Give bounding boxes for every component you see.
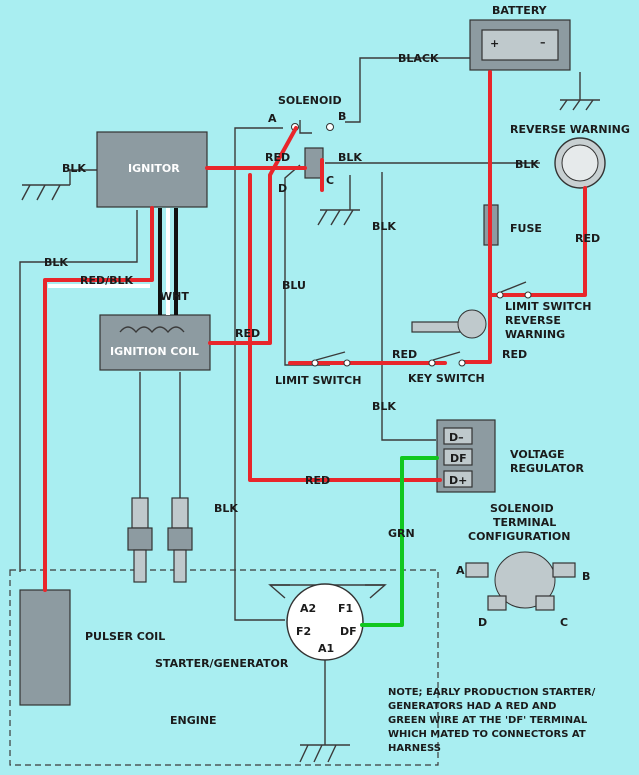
label-blk-sol: BLK bbox=[338, 151, 362, 164]
spark-plugs bbox=[127, 497, 193, 583]
colored-wires bbox=[43, 70, 587, 627]
label-ignitor: IGNITOR bbox=[128, 162, 180, 175]
label-reverse-warning: REVERSE WARNING bbox=[510, 123, 630, 136]
ground-battery bbox=[559, 99, 600, 111]
label-limit-switch-rev-2: REVERSE bbox=[505, 314, 561, 327]
label-voltage-2: REGULATOR bbox=[510, 462, 584, 475]
label-note-2: GENERATORS HAD A RED AND bbox=[388, 701, 556, 712]
ignitor bbox=[96, 131, 208, 208]
label-sol-term-2: TERMINAL bbox=[493, 516, 556, 529]
label-blk-vertical: BLK bbox=[214, 502, 238, 515]
label-sol-term-1: SOLENOID bbox=[490, 502, 554, 515]
pulser-coil bbox=[19, 589, 71, 706]
label-vr-dminus: D– bbox=[449, 431, 464, 444]
label-gen-a2: A2 bbox=[300, 602, 316, 615]
reverse-warning bbox=[554, 137, 606, 189]
label-voltage-1: VOLTAGE bbox=[510, 448, 565, 461]
battery: + – bbox=[469, 19, 571, 71]
label-blk-rev: BLK bbox=[515, 158, 539, 171]
label-red-switches: RED bbox=[392, 348, 417, 361]
label-wht: WHT bbox=[160, 290, 189, 303]
label-st-b: B bbox=[582, 570, 590, 583]
label-grn: GRN bbox=[388, 527, 415, 540]
label-red-coil: RED bbox=[235, 327, 260, 340]
label-sol-c: C bbox=[326, 174, 334, 187]
svg-text:+: + bbox=[490, 37, 499, 50]
label-red-sol: RED bbox=[265, 151, 290, 164]
ground-generator bbox=[299, 744, 350, 763]
label-vr-df: DF bbox=[450, 452, 467, 465]
label-sol-a: A bbox=[268, 112, 277, 125]
label-limit-switch-rev-3: WARNING bbox=[505, 328, 565, 341]
label-note-4: WHICH MATED TO CONNECTORS AT bbox=[388, 729, 586, 740]
label-blk-lower: BLK bbox=[372, 400, 396, 413]
label-engine: ENGINE bbox=[170, 714, 217, 727]
label-gen-f2: F2 bbox=[296, 625, 311, 638]
label-battery: BATTERY bbox=[492, 4, 548, 17]
label-red-vr: RED bbox=[305, 474, 330, 487]
label-solenoid: SOLENOID bbox=[278, 94, 342, 107]
svg-text:–: – bbox=[540, 36, 546, 49]
label-st-d: D bbox=[478, 616, 487, 629]
label-blk-center: BLK bbox=[372, 220, 396, 233]
switch-contacts bbox=[311, 281, 532, 367]
label-key-switch: KEY SWITCH bbox=[408, 372, 485, 385]
label-sol-term-3: CONFIGURATION bbox=[468, 530, 570, 543]
label-fuse: FUSE bbox=[510, 222, 542, 235]
label-st-c: C bbox=[560, 616, 568, 629]
ground-symbols bbox=[21, 99, 600, 763]
label-limit-switch-rev-1: LIMIT SWITCH bbox=[505, 300, 591, 313]
label-blu: BLU bbox=[282, 279, 306, 292]
label-limit-switch: LIMIT SWITCH bbox=[275, 374, 361, 387]
key-switch-icon bbox=[411, 309, 487, 339]
label-black: BLACK bbox=[398, 52, 439, 65]
labels: BATTERY BLACK SOLENOID A B C D RED BLK B… bbox=[44, 4, 630, 754]
label-vr-dplus: D+ bbox=[449, 474, 467, 487]
label-sol-d: D bbox=[278, 182, 287, 195]
solenoid-terminal-config bbox=[465, 551, 576, 611]
label-note-1: NOTE; EARLY PRODUCTION STARTER/ bbox=[388, 687, 596, 698]
label-red-blk-ignitor: RED/BLK bbox=[80, 274, 134, 287]
label-note-5: HARNESS bbox=[388, 743, 441, 754]
label-st-a: A bbox=[456, 564, 465, 577]
label-blk-ignitor: BLK bbox=[62, 162, 86, 175]
label-note-3: GREEN WIRE AT THE 'DF' TERMINAL bbox=[388, 715, 588, 726]
label-gen-df: DF bbox=[340, 625, 357, 638]
label-sol-b: B bbox=[338, 110, 346, 123]
label-pulser-coil: PULSER COIL bbox=[85, 630, 165, 643]
starter-generator bbox=[286, 583, 364, 661]
label-starter-generator: STARTER/GENERATOR bbox=[155, 657, 289, 670]
label-gen-a1: A1 bbox=[318, 642, 334, 655]
ground-ignitor bbox=[21, 184, 70, 201]
voltage-regulator bbox=[436, 419, 496, 493]
ignition-coil bbox=[99, 314, 211, 371]
label-blk-left: BLK bbox=[44, 256, 68, 269]
black-wires bbox=[19, 57, 581, 745]
label-red-right: RED bbox=[575, 232, 600, 245]
label-ignition-coil: IGNITION COIL bbox=[110, 345, 199, 358]
ground-solenoid bbox=[317, 209, 360, 226]
label-red-key: RED bbox=[502, 348, 527, 361]
engine-boundary bbox=[9, 569, 439, 766]
label-gen-f1: F1 bbox=[338, 602, 353, 615]
